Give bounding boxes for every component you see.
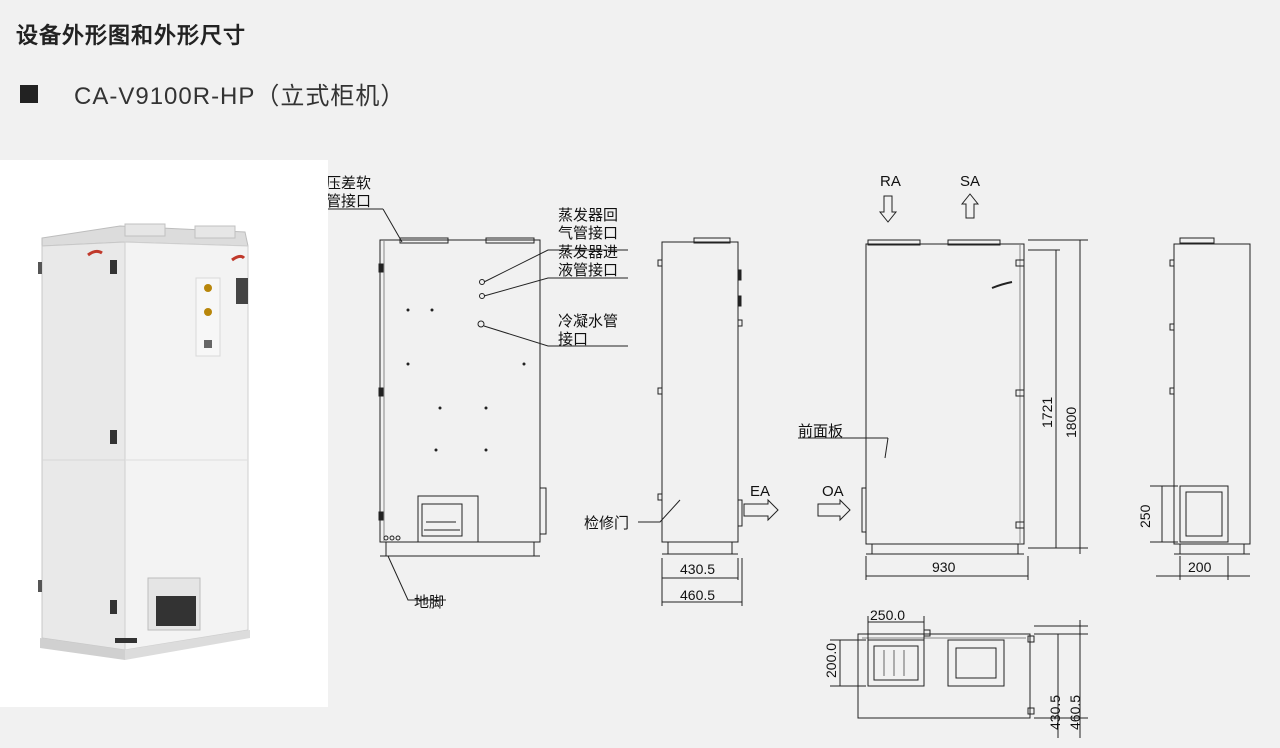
front-view <box>861 239 1025 555</box>
page-title: 设备外形图和外形尺寸 <box>16 23 247 48</box>
top-depth-inner-dim: 430.5 <box>1047 695 1063 730</box>
access-door-leader <box>638 499 681 523</box>
cabinet-illustration <box>38 223 250 660</box>
depth-inner-dim: 430.5 <box>680 561 715 577</box>
access-door-label: 检修门 <box>584 515 629 532</box>
feet-label: 地脚 <box>414 594 444 611</box>
pressure-hose-leader <box>382 208 403 243</box>
evap-inlet-label-2: 液管接口 <box>558 262 618 279</box>
side-duct-width-dim: 200 <box>1188 559 1212 575</box>
ra-arrow-icon <box>878 195 898 223</box>
ea-arrow-icon <box>743 498 779 522</box>
evap-return-label-2: 气管接口 <box>558 225 618 242</box>
rear-side-view <box>1169 237 1251 555</box>
depth-outer-dim: 460.5 <box>680 587 715 603</box>
square-bullet-icon <box>20 84 38 103</box>
model-heading: CA-V9100R-HP（立式柜机） <box>20 76 405 111</box>
ea-label: EA <box>750 483 770 500</box>
side-view-left <box>378 237 547 557</box>
evap-inlet-label-1: 蒸发器进 <box>558 244 618 261</box>
technical-drawing: 压差软 管接口 蒸发器回 气管接口 蒸发器进 液管接口 冷凝水管 接口 地脚 检… <box>328 173 1251 738</box>
top-duct-height-dim: 200.0 <box>823 643 839 678</box>
pressure-hose-label-2: 管接口 <box>328 193 371 210</box>
model-name: CA-V9100R-HP（立式柜机） <box>74 83 406 110</box>
height-outer-dim: 1800 <box>1063 407 1079 438</box>
side-view-narrow <box>657 237 743 555</box>
height-inner-dim: 1721 <box>1039 397 1055 428</box>
evap-return-label-1: 蒸发器回 <box>558 207 618 224</box>
sa-arrow-icon <box>960 193 980 219</box>
oa-label: OA <box>822 483 844 500</box>
condensate-label-2: 接口 <box>558 331 588 348</box>
top-depth-outer-dim: 460.5 <box>1067 695 1083 730</box>
side-duct-height-dim: 250 <box>1137 504 1153 528</box>
oa-arrow-icon <box>817 498 851 522</box>
condensate-label-1: 冷凝水管 <box>558 313 618 330</box>
top-duct-width-dim: 250.0 <box>870 607 905 623</box>
pressure-hose-label-1: 压差软 <box>328 175 371 192</box>
width-dim: 930 <box>932 559 956 575</box>
product-photo <box>0 160 328 707</box>
front-panel-label: 前面板 <box>798 422 843 440</box>
ra-label: RA <box>880 173 901 190</box>
sa-label: SA <box>960 173 980 190</box>
top-view <box>857 629 1035 719</box>
